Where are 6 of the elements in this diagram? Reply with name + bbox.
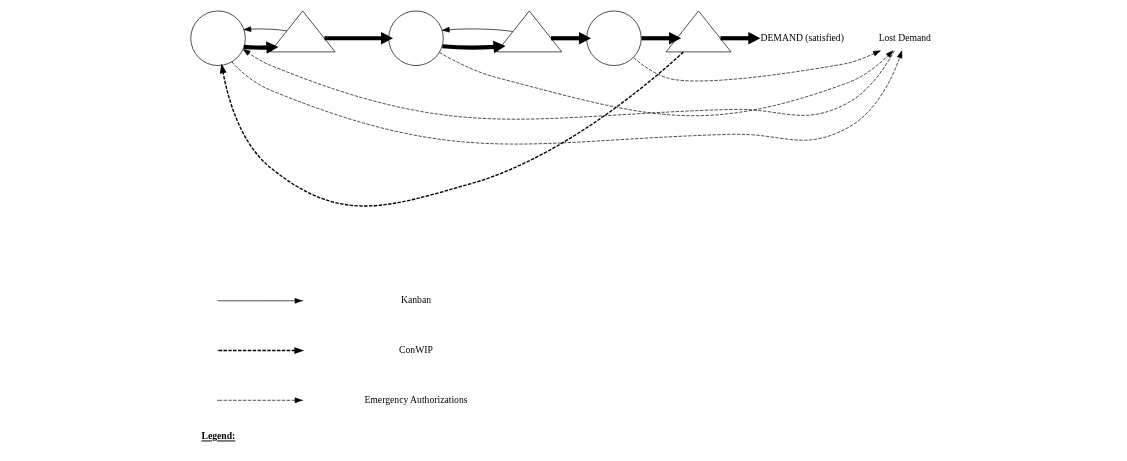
legend-label: Kanban bbox=[400, 294, 432, 306]
node-text: DEMAND (satisfied) bbox=[760, 31, 844, 43]
label: Legend: bbox=[201, 430, 236, 442]
legend-label: Emergency Authorizations bbox=[364, 393, 468, 405]
legend-label: ConWIP bbox=[399, 344, 433, 356]
node-text: Lost Demand bbox=[878, 31, 931, 43]
